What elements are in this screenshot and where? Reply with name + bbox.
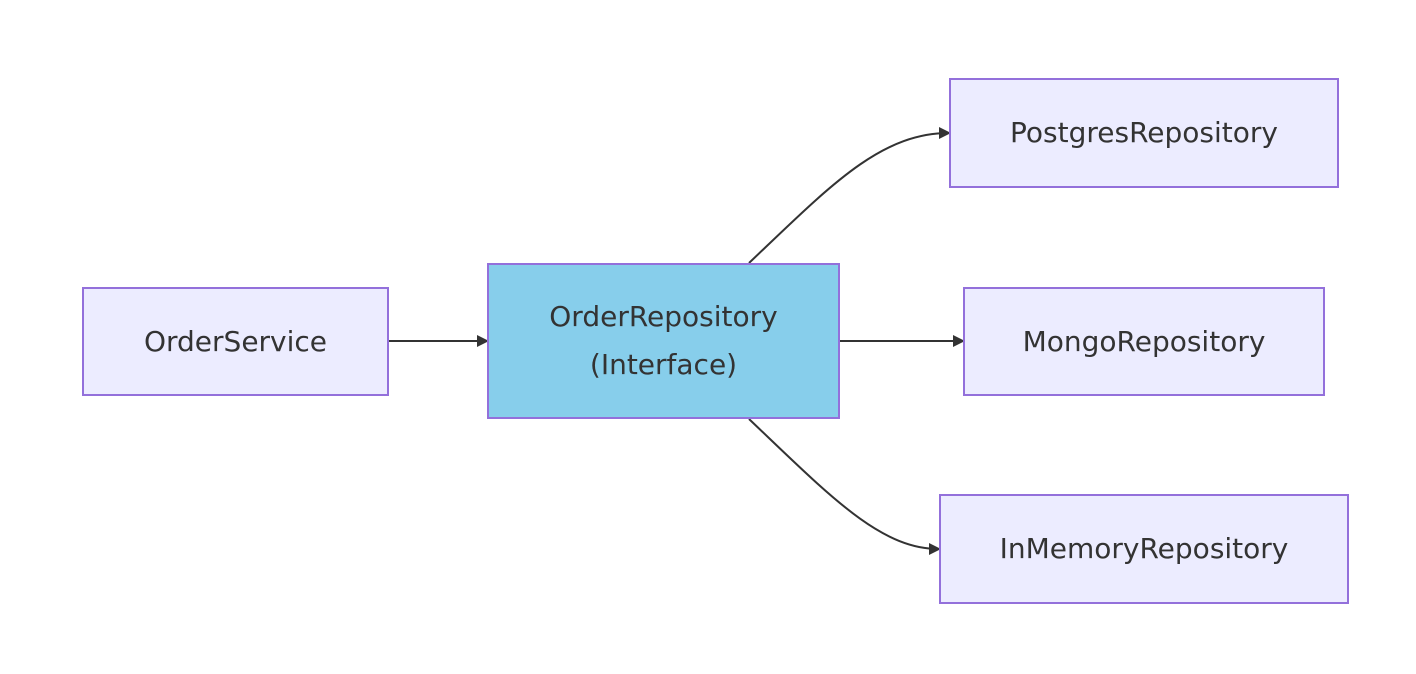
order-service-label: OrderService xyxy=(143,324,328,358)
mongo-repository-label: MongoRepository xyxy=(1022,324,1266,358)
postgres-repository-label: PostgresRepository xyxy=(1010,116,1278,149)
edge-orderrepository-to-postgresrepository xyxy=(748,127,951,264)
order-repository-label: OrderRepository xyxy=(549,300,778,333)
postgres-repository-node: PostgresRepository xyxy=(949,78,1339,188)
inmemory-repository-node: InMemoryRepository xyxy=(939,494,1349,604)
mongo-repository-node: MongoRepository xyxy=(963,287,1325,396)
edge-orderrepository-to-inmemoryrepository xyxy=(748,418,941,555)
interface-label: (Interface) xyxy=(589,348,738,381)
inmemory-repository-label: InMemoryRepository xyxy=(999,532,1289,565)
order-repository-interface-node: OrderRepository (Interface) xyxy=(487,263,840,419)
order-service-node: OrderService xyxy=(82,287,389,396)
